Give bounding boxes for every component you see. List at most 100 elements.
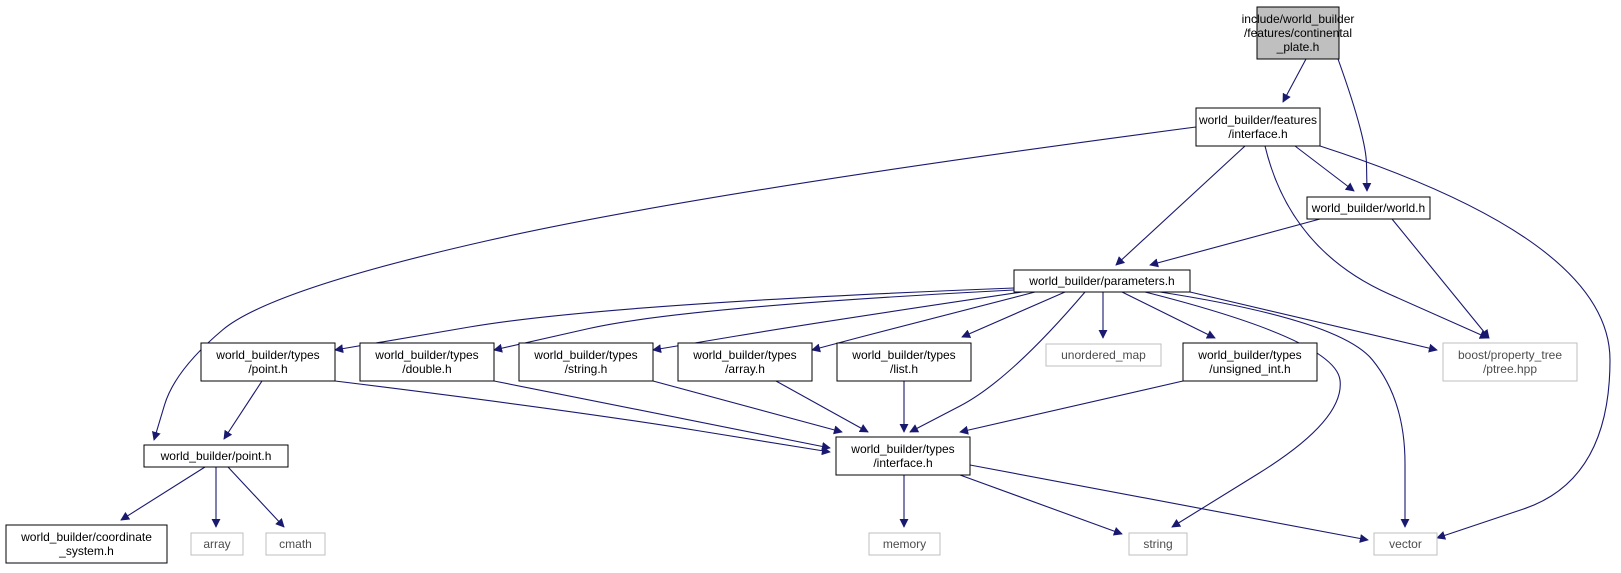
node-label-line: world_builder/point.h [160,449,272,463]
edges-layer [120,58,1611,543]
node-label-line: /interface.h [1228,127,1287,141]
node-label-line: /array.h [725,362,765,376]
node-box [835,436,971,476]
node-types-string[interactable]: world_builder/types/string.h [518,342,654,382]
edge-features-interface-to-ptree [1264,145,1489,339]
edge-parameters-to-types-unsigned-int [1121,291,1216,339]
node-types-array[interactable]: world_builder/types/array.h [677,342,813,382]
node-label-line: _plate.h [1276,40,1320,54]
node-box [677,342,813,382]
node-label-line: world_builder/types [533,348,637,362]
node-features-interface[interactable]: world_builder/features/interface.h [1195,107,1321,147]
node-label-line: /unsigned_int.h [1209,362,1290,376]
edge-types-double-to-types-interface [493,380,831,451]
edge-parameters-to-types-string [652,291,1023,354]
edge-types-string-to-types-interface [652,380,843,435]
node-box [1128,532,1188,556]
node-label-line: /double.h [402,362,451,376]
edge-parameters-to-types-point [334,287,1015,354]
node-label-line: world_builder/types [215,348,319,362]
node-box [518,342,654,382]
node-world[interactable]: world_builder/world.h [1306,196,1431,220]
node-types-interface[interactable]: world_builder/types/interface.h [835,436,971,476]
node-label-line: world_builder/coordinate [20,530,152,544]
edge-parameters-to-ptree [1189,291,1438,353]
node-box [200,342,336,382]
node-label-line: /interface.h [873,456,932,470]
edge-parameters-to-types-double [493,289,1015,353]
node-box [1373,532,1438,556]
node-box [1306,196,1431,220]
edge-features-interface-to-parameters [1115,145,1246,266]
edge-parameters-to-string [1144,291,1341,528]
edge-features-interface-to-world [1294,145,1355,192]
node-box [1045,343,1162,367]
node-label-line: world_builder/world.h [1311,201,1425,215]
node-label-line: boost/property_tree [1458,348,1562,362]
node-types-point[interactable]: world_builder/types/point.h [200,342,336,382]
edge-parameters-to-types-interface [909,291,1086,433]
node-string: string [1128,532,1188,556]
node-label-line: world_builder/parameters.h [1028,274,1174,288]
edge-parameters-to-types-array [811,291,1036,353]
edge-point-to-cmath [227,466,285,528]
node-label-line: world_builder/types [850,442,954,456]
node-label-line: /features/continental [1244,26,1352,40]
node-box [1182,342,1318,382]
node-box [868,532,941,556]
node-box [1256,6,1340,60]
edge-features-interface-to-vector [1319,145,1611,540]
node-box [359,342,495,382]
node-box [1013,269,1191,293]
node-box [1195,107,1321,147]
node-box [190,532,244,556]
edge-parameters-to-types-list [961,291,1066,338]
node-label-line: vector [1389,537,1422,551]
node-label-line: array [203,537,230,551]
edge-types-point-to-point [223,380,263,440]
node-label-line: world_builder/features [1198,113,1317,127]
node-label-line: /string.h [565,362,608,376]
node-types-double[interactable]: world_builder/types/double.h [359,342,495,382]
node-label-line: _system.h [58,544,114,558]
node-point[interactable]: world_builder/point.h [143,444,289,468]
node-types-unsigned-int[interactable]: world_builder/types/unsigned_int.h [1182,342,1318,382]
node-cmath: cmath [265,532,326,556]
edge-types-point-to-types-interface [334,380,831,456]
edge-types-interface-to-string [959,474,1123,536]
node-label-line: world_builder/types [692,348,796,362]
node-box [836,342,972,382]
node-label-line: world_builder/types [374,348,478,362]
edge-point-to-coordinate-system [120,466,206,521]
node-box [143,444,289,468]
edge-types-interface-to-vector [969,464,1369,543]
node-parameters[interactable]: world_builder/parameters.h [1013,269,1191,293]
node-label-line: world_builder/types [1197,348,1301,362]
node-continental-plate[interactable]: include/world_builder/features/continent… [1242,6,1355,60]
node-vector: vector [1373,532,1438,556]
edge-continental-plate-to-world [1337,58,1372,192]
node-box [265,532,326,556]
node-label-line: string [1143,537,1172,551]
node-label-line: /point.h [248,362,287,376]
edge-world-to-ptree [1391,218,1490,339]
node-label-line: memory [883,537,926,551]
node-unordered-map: unordered_map [1045,343,1162,367]
node-label-line: /ptree.hpp [1483,362,1537,376]
node-label-line: include/world_builder [1242,12,1355,26]
node-coordinate-system[interactable]: world_builder/coordinate_system.h [5,524,168,564]
edge-types-array-to-types-interface [775,380,869,433]
edge-parameters-to-vector [1159,291,1410,528]
node-memory: memory [868,532,941,556]
node-label-line: world_builder/types [851,348,955,362]
node-label-line: unordered_map [1061,348,1146,362]
edge-continental-plate-to-features-interface [1282,58,1307,103]
edge-types-unsigned-int-to-types-interface [959,380,1184,435]
node-label-line: /list.h [890,362,918,376]
node-types-list[interactable]: world_builder/types/list.h [836,342,972,382]
node-label-line: cmath [279,537,312,551]
nodes-layer: include/world_builder/features/continent… [5,6,1578,564]
node-array: array [190,532,244,556]
node-ptree: boost/property_tree/ptree.hpp [1442,342,1578,382]
